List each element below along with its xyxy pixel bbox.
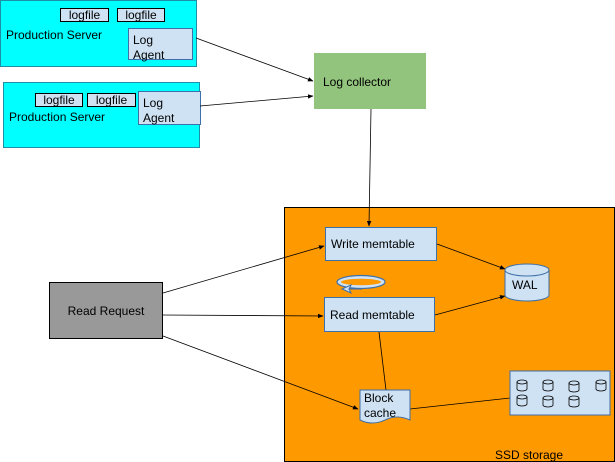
read-memtable: Read memtable [324,297,435,332]
production-server-1: logfile logfile Production Server Log Ag… [0,0,197,67]
arrow-server1-to-collector [195,37,314,82]
arrow-read-request-to-read-memtable [162,313,324,319]
production-server-2: logfile logfile Production Server Log Ag… [3,82,201,148]
arrow-read-request-to-write-memtable [162,245,325,294]
arrow-collector-to-write-memtable [366,108,372,227]
logfile-1a: logfile [60,8,109,22]
log-collector: Log collector [314,53,426,109]
storage-block [509,370,611,416]
block-cache-line1: Block [364,391,394,405]
cylinder-icon [568,380,580,393]
cylinder-icon [516,379,528,392]
wal-database-icon [504,263,550,302]
arrow-server2-to-collector [199,94,314,107]
cylinder-icon [595,379,607,392]
log-agent-2-line1: Log [143,96,164,110]
storage-cylinder-icons [516,379,607,408]
line-read-memtable-to-block-cache [378,331,387,391]
block-cache-document [359,389,411,424]
block-cache-label: Block cache [364,391,396,421]
wal-label: WAL [512,278,538,292]
logfile-2a: logfile [35,93,83,107]
block-cache-line2: cache [364,406,397,420]
write-memtable: Write memtable [325,227,437,261]
arrow-read-memtable-to-wal [434,295,506,316]
read-request: Read Request [49,282,163,339]
logfile-2b: logfile [87,93,136,107]
log-agent-1-line2: Agent [133,48,165,62]
logfile-1b: logfile [117,8,165,22]
cylinder-icon [516,394,528,407]
log-agent-2: Log Agent [138,91,201,125]
log-collector-label: Log collector [323,75,392,89]
log-agent-1: Log Agent [128,28,193,62]
production-server-2-label: Production Server [9,110,106,124]
line-block-cache-to-storage [409,397,511,410]
cylinder-icon [542,395,554,408]
read-memtable-label: Read memtable [330,307,415,322]
arrow-read-request-to-block-cache [162,335,359,410]
log-agent-1-line1: Log [133,33,154,47]
arrow-write-memtable-to-wal [436,243,506,270]
cylinder-icon [568,395,580,408]
read-request-label: Read Request [67,303,145,318]
log-agent-2-line2: Agent [143,111,175,125]
write-memtable-label: Write memtable [331,237,415,251]
cylinder-icon [542,379,554,392]
ssd-storage-label: SSD storage [495,448,564,462]
production-server-1-label: Production Server [6,28,103,42]
rotate-arrow-icon [336,274,386,295]
